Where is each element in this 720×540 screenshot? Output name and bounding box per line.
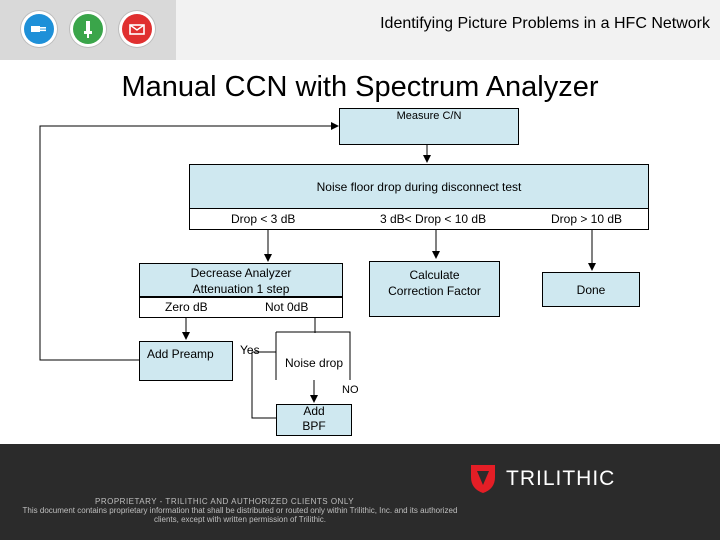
noise-drop-label: Noise drop xyxy=(285,356,344,370)
envelope-icon xyxy=(122,14,152,44)
trilithic-logo-icon xyxy=(471,465,495,493)
trilithic-logo-text: TRILITHIC xyxy=(506,467,616,490)
branch-drop-3to10: 3 dB< Drop < 10 dB xyxy=(380,212,487,226)
line-yes-branch xyxy=(251,351,276,419)
plug-icon xyxy=(24,14,54,44)
decrease-box xyxy=(139,263,343,297)
no-label: NO xyxy=(342,384,359,396)
branch-drop-gt10: Drop > 10 dB xyxy=(551,212,623,226)
footer-band xyxy=(0,444,720,540)
measure-cn-box xyxy=(339,108,519,145)
done-box xyxy=(542,272,640,307)
measure-cn-label: Measure C/N xyxy=(396,110,462,122)
header-title: Identifying Picture Problems in a HFC Ne… xyxy=(380,15,710,32)
result-zero-db: Zero dB xyxy=(165,300,208,314)
slide-title: Manual CCN with Spectrum Analyzer xyxy=(121,71,599,103)
branch-row xyxy=(189,208,649,230)
footer-disclaimer: This document contains proprietary infor… xyxy=(22,506,458,524)
footer-proprietary: PROPRIETARY - TRILITHIC AND AUTHORIZED C… xyxy=(95,497,355,506)
yes-label: Yes xyxy=(240,343,260,357)
add-bpf-box xyxy=(276,404,352,436)
add-preamp-box xyxy=(139,341,233,381)
noise-test-label: Noise floor drop during disconnect test xyxy=(316,180,522,194)
result-not-0db: Not 0dB xyxy=(265,300,309,314)
branch-drop-lt3: Drop < 3 dB xyxy=(231,212,296,226)
cable-icon xyxy=(73,14,103,44)
noise-drop-outline xyxy=(276,331,351,380)
arrow-loop-to-measure xyxy=(39,122,339,361)
decrease-result-row xyxy=(139,297,343,318)
calculate-box xyxy=(369,261,500,317)
header-icon-strip xyxy=(0,0,176,60)
done-label: Done xyxy=(576,283,606,297)
add-preamp-label: Add Preamp xyxy=(147,347,214,361)
